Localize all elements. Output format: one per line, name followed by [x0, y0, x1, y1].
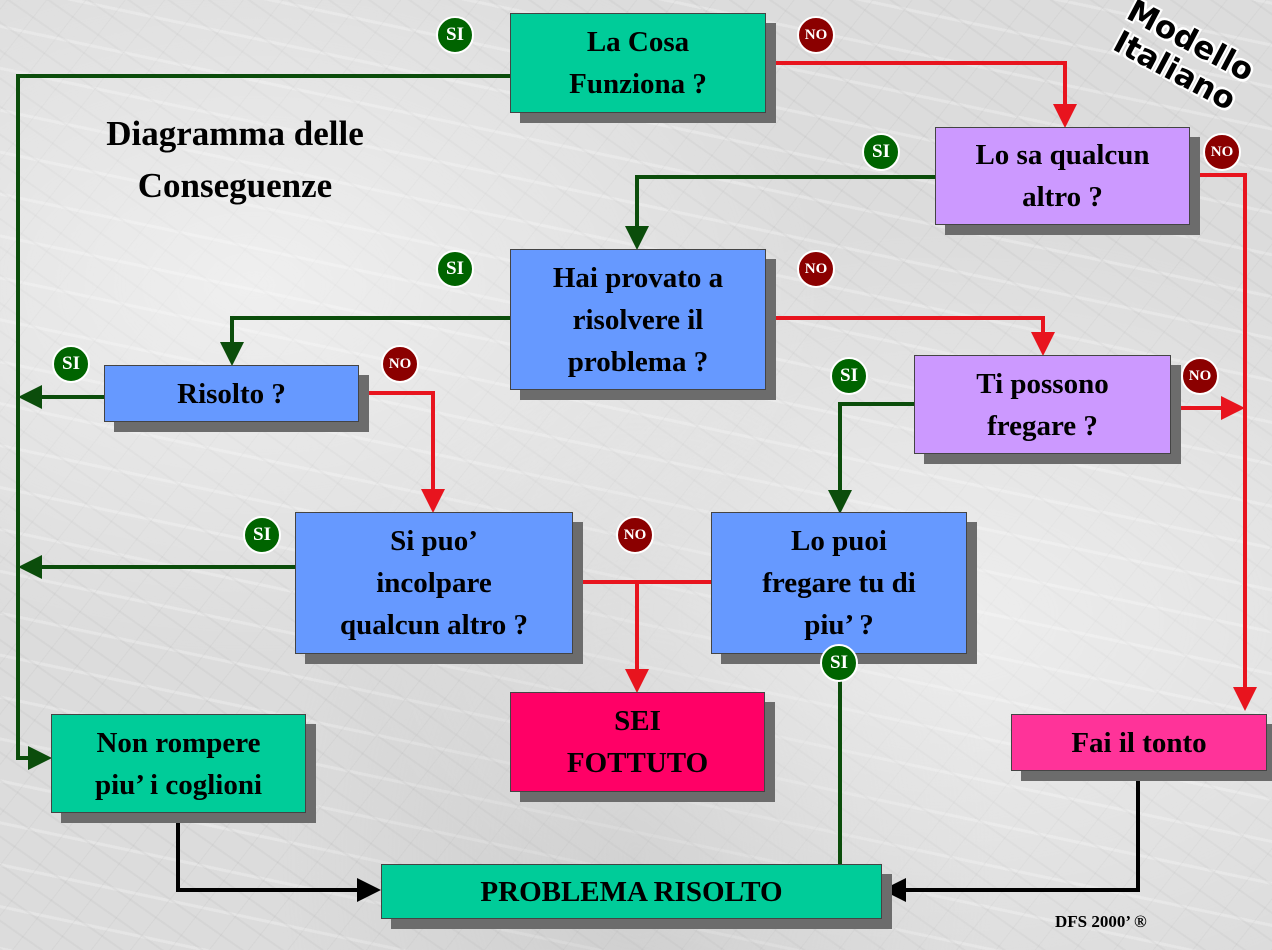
node-fai-il-tonto: Fai il tonto	[1011, 714, 1267, 771]
node-risolto: Risolto ?	[104, 365, 359, 422]
no-connector-lo-sa-to-fai-il-tonto	[1190, 173, 1257, 711]
yes-connector-lo-sa-to-hai-provato	[625, 175, 935, 250]
no-connector-la-cosa-to-lo-sa	[766, 61, 1077, 128]
connector-non-rompere-to-problema-risolto	[176, 812, 381, 902]
node-lo-sa-qualcun-altro: Lo sa qualcun altro ?	[935, 127, 1190, 225]
no-badge-risolto: NO	[381, 345, 419, 383]
no-badge-lo-sa: NO	[1203, 133, 1241, 171]
credit-text: DFS 2000’ ®	[1055, 912, 1147, 931]
no-connector-risolto-to-incolpare	[359, 391, 445, 513]
yes-badge-hai-provato: SI	[436, 250, 474, 288]
node-sei-fottuto: SEI FOTTUTO	[510, 692, 765, 792]
connector-fai-il-tonto-to-problema-risolto	[882, 771, 1140, 902]
no-badge-incolpare: NO	[616, 516, 654, 554]
yes-badge-la-cosa: SI	[436, 16, 474, 54]
yes-badge-incolpare: SI	[243, 516, 281, 554]
node-non-rompere: Non rompere piu’ i coglioni	[51, 714, 306, 813]
yes-connector-hai-provato-to-risolto	[220, 316, 510, 366]
node-problema-risolto: PROBLEMA RISOLTO	[381, 864, 882, 919]
yes-badge-lo-puoi: SI	[820, 644, 858, 682]
no-connector-hai-provato-to-ti-possono	[766, 316, 1055, 356]
node-lo-puoi-fregare: Lo puoi fregare tu di piu’ ?	[711, 512, 967, 654]
node-hai-provato: Hai provato a risolvere il problema ?	[510, 249, 766, 390]
yes-connector-la-cosa-to-non-rompere	[16, 74, 510, 770]
no-badge-ti-possono: NO	[1181, 357, 1219, 395]
node-ti-possono-fregare: Ti possono fregare ?	[914, 355, 1171, 454]
yes-badge-risolto: SI	[52, 345, 90, 383]
node-si-puo-incolpare: Si puo’ incolpare qualcun altro ?	[295, 512, 573, 654]
diagram-title: Diagramma delle Conseguenze	[106, 114, 364, 205]
yes-badge-ti-possono: SI	[830, 357, 868, 395]
no-badge-la-cosa: NO	[797, 16, 835, 54]
yes-connector-ti-possono-to-lo-puoi	[828, 402, 914, 514]
yes-badge-lo-sa: SI	[862, 133, 900, 171]
node-la-cosa-funziona: La Cosa Funziona ?	[510, 13, 766, 113]
no-badge-hai-provato: NO	[797, 250, 835, 288]
